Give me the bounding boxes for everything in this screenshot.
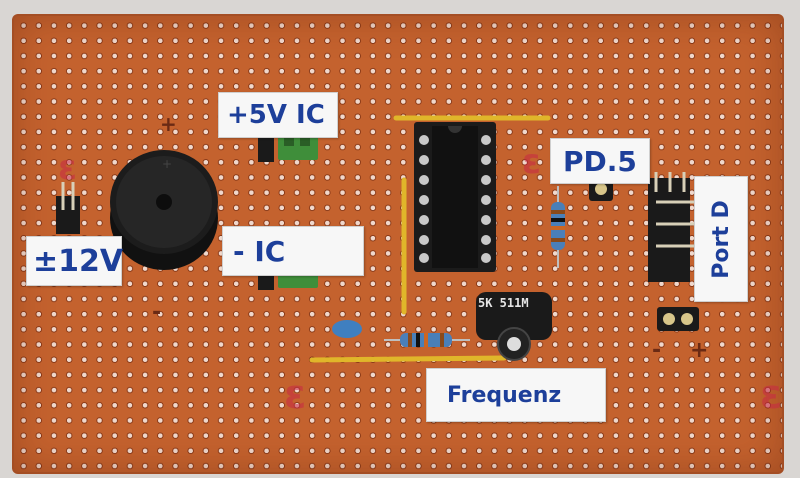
socket-power-out [657,307,699,331]
board-plus-mark: + [160,112,177,136]
label-port-d-text: Port D [708,199,734,279]
red-mark-center: ε [522,142,541,182]
red-mark-bottom: ε [284,372,307,418]
trimmer-potentiometer [476,292,552,361]
capacitor [332,320,362,338]
pin-header-port-d [648,172,694,282]
board-plus-mark-right: + [690,338,709,363]
label-port-d: Port D [694,176,748,302]
jumper-wire-bottom [309,355,507,363]
board-minus-mark-right: - [652,338,662,363]
label-plus5v-ic: +5V IC [218,92,338,138]
label-pd5: PD.5 [550,138,650,184]
red-mark-right: ε [760,372,783,418]
resistor-horizontal [384,333,470,347]
label-minus-ic: - IC [222,226,364,276]
ic-chip [414,122,496,272]
jumper-wire-vertical [401,177,407,315]
buzzer-icon: + [110,150,218,270]
resistor-vertical [551,186,565,268]
label-frequenz: Frequenz [426,368,606,422]
red-mark-left: ε [58,148,77,188]
jumper-wire-top [393,115,551,121]
trimmer-marking: 5K 511M [478,296,529,310]
label-pm12v: ±12V [26,236,123,286]
svg-text:+: + [162,157,172,171]
board-minus-mark: - [152,300,162,325]
pin-header-12v [56,182,80,234]
